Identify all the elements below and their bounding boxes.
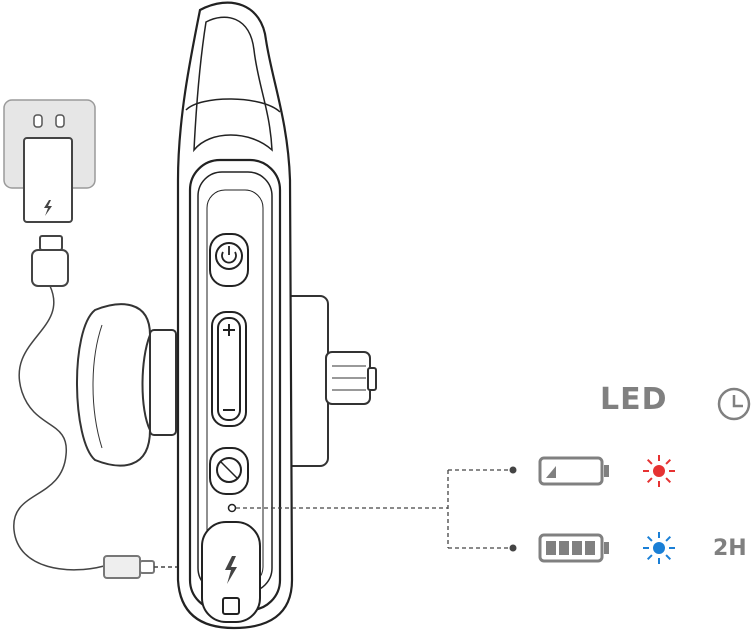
led-indicator <box>227 503 237 513</box>
led-light-icon <box>643 455 675 487</box>
clock-icon <box>717 387 751 421</box>
led-light-icon <box>643 532 675 564</box>
ear-tip <box>76 303 177 467</box>
lightning-icon <box>44 200 52 216</box>
led-connector-lines <box>236 469 510 549</box>
connector-dot <box>509 544 517 552</box>
charging-port <box>201 521 261 623</box>
battery-full-icon <box>538 533 609 563</box>
usb-cable-icon <box>13 235 214 579</box>
charge-duration-label: 2H <box>713 536 747 561</box>
wall-adapter-icon <box>3 99 96 223</box>
battery-low-icon <box>538 456 609 486</box>
led-header-label: LED <box>600 382 668 417</box>
mute-button <box>209 447 249 495</box>
volume-button <box>211 311 247 427</box>
power-button <box>209 233 249 287</box>
connector-dot <box>509 466 517 474</box>
